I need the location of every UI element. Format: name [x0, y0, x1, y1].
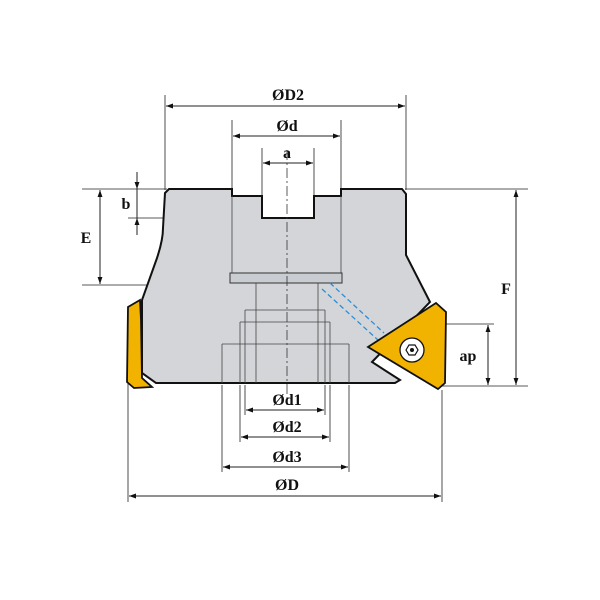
left-insert [126, 298, 155, 389]
label-D2: ØD2 [272, 87, 304, 104]
right-insert [366, 301, 447, 391]
label-F: F [501, 281, 511, 298]
label-E: E [81, 230, 92, 247]
label-d2-small: Ød2 [272, 419, 301, 436]
cutter-body [141, 188, 432, 384]
dimension-lines [97, 103, 519, 499]
extension-lines [82, 95, 528, 502]
label-b: b [122, 196, 131, 213]
label-d3: Ød3 [272, 449, 301, 466]
label-d: Ød [276, 118, 297, 135]
label-a: a [283, 145, 291, 162]
label-ap: ap [460, 348, 477, 365]
label-D: ØD [275, 477, 299, 494]
coolant-channel [321, 282, 385, 341]
dimension-labels: ØD2 Ød a b E F ap Ød1 Ød2 Ød3 ØD [81, 87, 511, 494]
label-d1: Ød1 [272, 392, 301, 409]
